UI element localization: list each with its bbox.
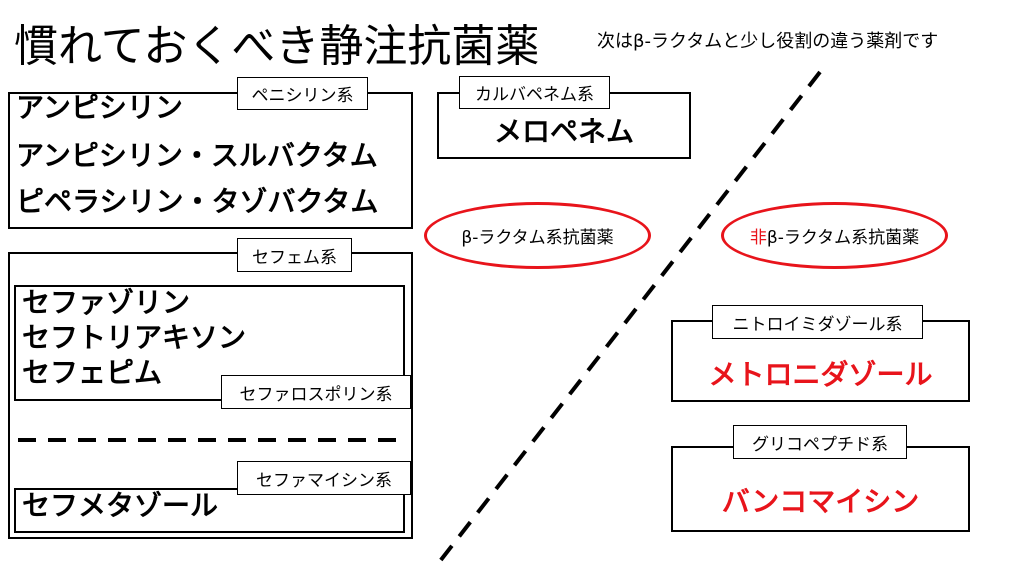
- penicillin-group: [8, 92, 413, 229]
- nitroimidazole-label: ニトロイミダゾール系: [712, 305, 923, 339]
- subtitle: 次はβ-ラクタムと少し役割の違う薬剤です: [597, 31, 939, 52]
- drug-metronidazole: メトロニダゾール: [708, 358, 933, 391]
- cephem-label: セフェム系: [237, 238, 352, 272]
- penicillin-label: ペニシリン系: [237, 77, 368, 110]
- cephalosporin-label: セファロスポリン系: [221, 375, 411, 409]
- beta-lactam-ellipse: β-ラクタム系抗菌薬: [424, 202, 651, 269]
- cephamycin-label: セファマイシン系: [237, 461, 411, 495]
- cephem-group: [8, 252, 413, 539]
- drug-cefazolin: セファゾリン: [22, 286, 191, 319]
- drug-piperacillin-tazobactam: ピペラシリン・タゾバクタム: [16, 185, 379, 218]
- beta-lactam-label: β-ラクタム系抗菌薬: [461, 228, 614, 248]
- glycopeptide-label: グリコペプチド系: [733, 425, 907, 459]
- drug-cefmetazole: セフメタゾール: [22, 489, 219, 522]
- drug-cefepime: セフェピム: [22, 356, 163, 389]
- non-beta-lactam-label: β-ラクタム系抗菌薬: [766, 228, 920, 248]
- carbapenem-label: カルバペネム系: [459, 76, 610, 109]
- cephamycin-group: [14, 488, 405, 533]
- drug-meropenem: メロペネム: [493, 115, 634, 148]
- page-title: 慣れておくべき静注抗菌薬: [14, 21, 540, 72]
- drug-ampicillin: アンピシリン: [16, 91, 183, 124]
- drug-ampicillin-sulbactam: アンピシリン・スルバクタム: [16, 139, 378, 172]
- drug-vancomycin: バンコマイシン: [721, 485, 920, 518]
- non-prefix: 非: [749, 228, 767, 248]
- drug-ceftriaxone: セフトリアキソン: [22, 321, 247, 354]
